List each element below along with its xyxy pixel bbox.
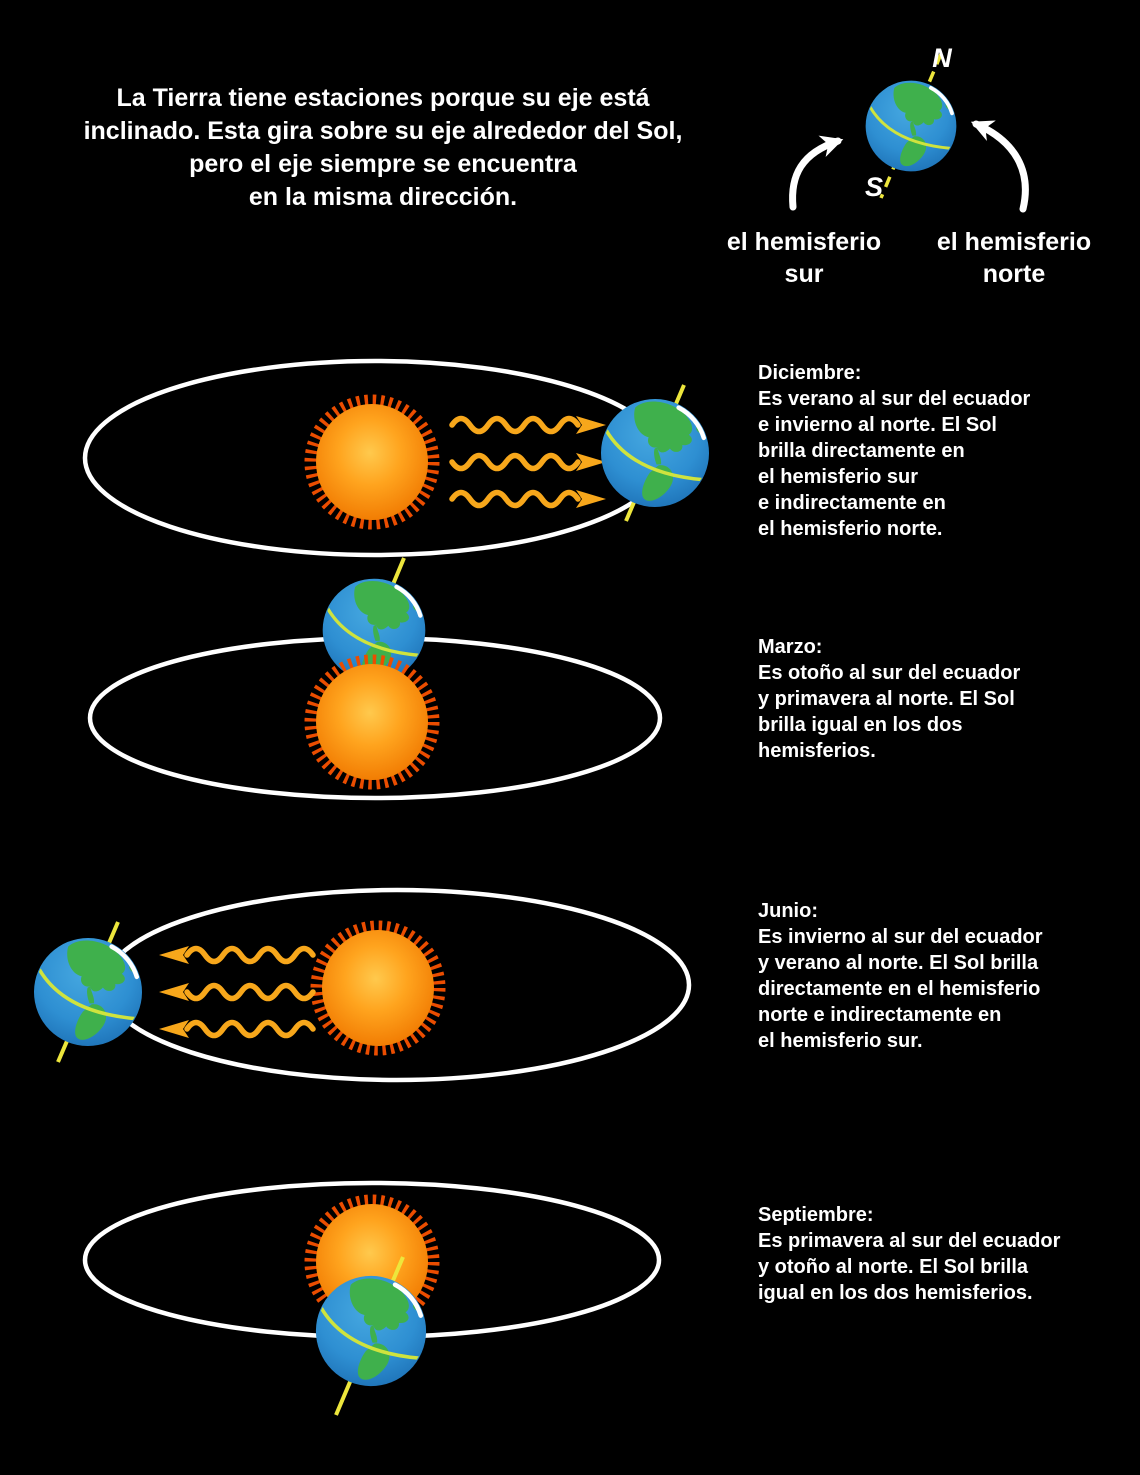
season-title: Junio:	[758, 900, 818, 922]
north-hemisphere-arrow	[970, 120, 1029, 213]
season-body: Es invierno al sur del ecuador y verano …	[758, 926, 1043, 1052]
season-body: Es primavera al sur del ecuador y otoño …	[758, 1230, 1061, 1304]
page-title: La Tierra tiene estaciones porque su eje…	[83, 84, 683, 211]
season-text-septiembre: Septiembre: Es primavera al sur del ecua…	[758, 1202, 1138, 1306]
season-title: Marzo:	[758, 636, 823, 658]
orbit-diagram-junio	[0, 887, 692, 1083]
sun-icon	[311, 661, 433, 783]
season-body: Es verano al sur del ecuador e invierno …	[758, 388, 1031, 540]
sunray-arrow	[452, 416, 606, 434]
north-hemisphere-label: el hemisferio norte	[936, 228, 1092, 288]
sunray-arrow	[159, 1020, 313, 1038]
sunray-arrow	[452, 453, 606, 471]
sunray-arrow	[452, 490, 606, 508]
sunray-arrow	[159, 983, 313, 1001]
season-body: Es otoño al sur del ecuador y primavera …	[758, 662, 1021, 762]
north-pole-label: N	[932, 43, 952, 73]
earth-icon	[852, 67, 971, 186]
south-pole-label: S	[865, 172, 883, 202]
sun-icon	[311, 401, 433, 523]
south-hemisphere-label: el hemisferio sur	[726, 228, 882, 288]
orbit-diagram-septiembre	[82, 1180, 662, 1416]
season-title: Septiembre:	[758, 1204, 874, 1226]
south-hemisphere-arrow	[789, 135, 844, 211]
orbit-diagram-marzo	[87, 557, 663, 801]
season-text-diciembre: Diciembre: Es verano al sur del ecuador …	[758, 360, 1138, 542]
season-text-junio: Junio: Es invierno al sur del ecuador y …	[758, 898, 1138, 1054]
axis-key-diagram: N S	[789, 43, 1029, 213]
season-title: Diciembre:	[758, 362, 862, 384]
sun-icon	[317, 927, 439, 1049]
orbit-diagram-diciembre	[82, 358, 740, 558]
sunray-arrow	[159, 946, 313, 964]
season-text-marzo: Marzo: Es otoño al sur del ecuador y pri…	[758, 634, 1138, 764]
earth-icon	[584, 382, 726, 524]
